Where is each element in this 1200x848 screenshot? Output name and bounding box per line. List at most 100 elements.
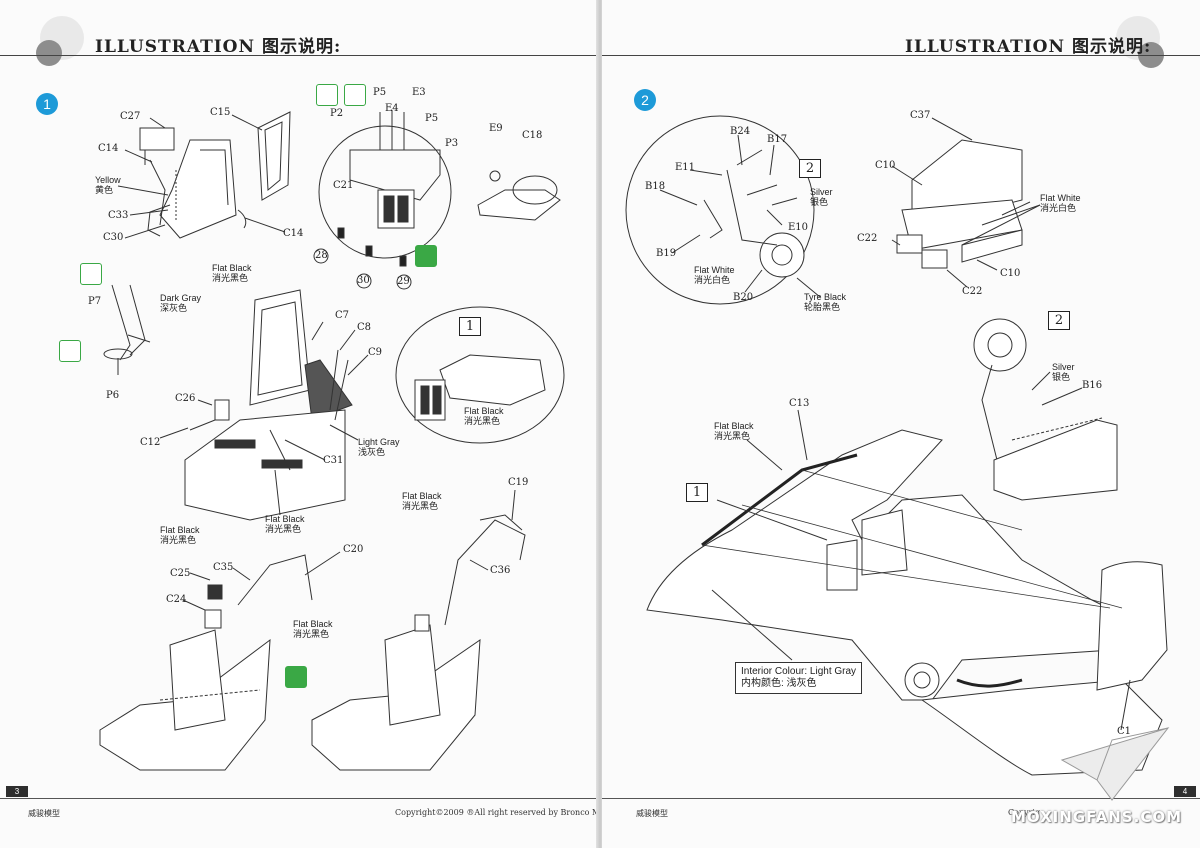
part-label-c35: C35 [213,562,234,573]
step-number-badge: 2 [634,89,656,111]
color-note-zh: 浅灰色 [358,447,386,457]
cockpit-tub-left-drawing [99,554,313,771]
color-note-en: Flat White [1040,193,1081,203]
page-title: ILLUSTRATION 图示说明: [905,37,1152,57]
part-label-c14: C14 [98,143,119,154]
ejection-seat-assembly-drawing [139,111,291,239]
part-label-p5: P5 [373,87,387,98]
main-ejection-seat-drawing [184,289,353,521]
color-note-zh: 消光黑色 [265,524,302,534]
inset-detail-1-drawing [395,306,565,444]
glue-pinch-icon [285,666,307,688]
detail-reference-box: 2 [799,159,821,178]
part-label-b20: B20 [733,292,754,303]
color-note-en: Flat Black [714,421,754,431]
color-note-zh: 消光白色 [1040,203,1077,213]
footer-copyright: Copyright©2009 ®All right reserved by Br… [395,808,598,817]
color-note-zh: 消光黑色 [714,431,751,441]
leader-lines-right [659,117,1131,731]
part-label-c1: C1 [1117,726,1132,737]
part-label-b17: B17 [767,134,788,145]
color-note-en: Flat Black [293,619,333,629]
color-note-en: Light Gray [358,437,400,447]
header-rule [0,55,598,56]
part-label-b24: B24 [730,126,751,137]
part-label-e4: E4 [385,103,399,114]
part-label-c22: C22 [962,286,983,297]
color-note-zh: 消光黑色 [212,273,249,283]
instrument-panel-drawing [896,139,1023,269]
footer-rule [602,798,1200,799]
page-gutter [596,0,604,848]
color-note-en: Flat Black [212,263,252,273]
detail-reference-box: 1 [686,483,708,502]
part-label-b16: B16 [1082,380,1103,391]
part-label-p2: P2 [330,108,344,119]
color-note-en: Dark Gray [160,293,202,303]
nose-wheel-detail-drawing [625,115,815,305]
part-label-c30: C30 [103,232,124,243]
color-note-en: Tyre Black [804,292,847,302]
color-note-en: Yellow [95,175,121,185]
footer-brand: 威骏模型 [636,809,668,818]
header-decor-circle-small [36,40,62,66]
footer-brand: 威骏模型 [28,809,60,818]
footer-copyright: Copyrig [1008,808,1041,817]
part-label-c36: C36 [490,565,511,576]
decal-number-29: 29 [397,276,410,287]
paint-drop-icon [316,84,338,106]
part-label-c33: C33 [108,210,129,221]
color-note-zh: 轮胎黑色 [804,302,841,312]
leader-lines-left [117,114,516,611]
install-arrow-icon [344,84,366,106]
part-label-c21: C21 [333,180,354,191]
color-note-zh: 银色 [810,197,829,207]
part-label-e3: E3 [412,87,426,98]
decal-number-30: 30 [357,275,370,286]
part-label-c19: C19 [508,477,529,488]
part-p7-p6-drawing [103,284,146,375]
install-arrow-icon [80,263,102,285]
right-page-drawings [625,115,1168,776]
color-note-zh: 黄色 [95,185,114,195]
color-note-zh: 消光白色 [694,275,731,285]
part-label-c10: C10 [1000,268,1021,279]
part-label-p3: P3 [445,138,459,149]
decal-number-28: 28 [315,250,328,261]
color-note-zh: 银色 [1052,372,1071,382]
right-page: ILLUSTRATION 图示说明: 2 [602,0,1200,848]
part-label-c31: C31 [323,455,344,466]
page-title: ILLUSTRATION 图示说明: [95,37,342,57]
watermark-text: MOXINGFANS.COM [1010,808,1182,826]
part-label-c24: C24 [166,594,187,605]
color-note-en: Silver [1052,362,1075,372]
color-note-en: Silver [810,187,833,197]
part-label-e9: E9 [489,123,503,134]
color-note-zh: 深灰色 [160,303,188,313]
part-label-b19: B19 [656,248,677,259]
part-label-c7: C7 [335,310,350,321]
left-page: ILLUSTRATION 图示说明: 1 [0,0,598,848]
part-label-c18: C18 [522,130,543,141]
part-label-c27: C27 [120,111,141,122]
landing-gear-strut-drawing [973,318,1118,501]
part-label-c37: C37 [910,110,931,121]
part-label-c14: C14 [283,228,304,239]
part-label-p5: P5 [425,113,439,124]
harness-detail-circle-drawing [313,110,452,290]
part-label-c10: C10 [875,160,896,171]
color-note-en: Flat Black [265,514,305,524]
part-label-c12: C12 [140,437,161,448]
decal-apply-icon [415,245,437,267]
footer-rule [0,798,598,799]
